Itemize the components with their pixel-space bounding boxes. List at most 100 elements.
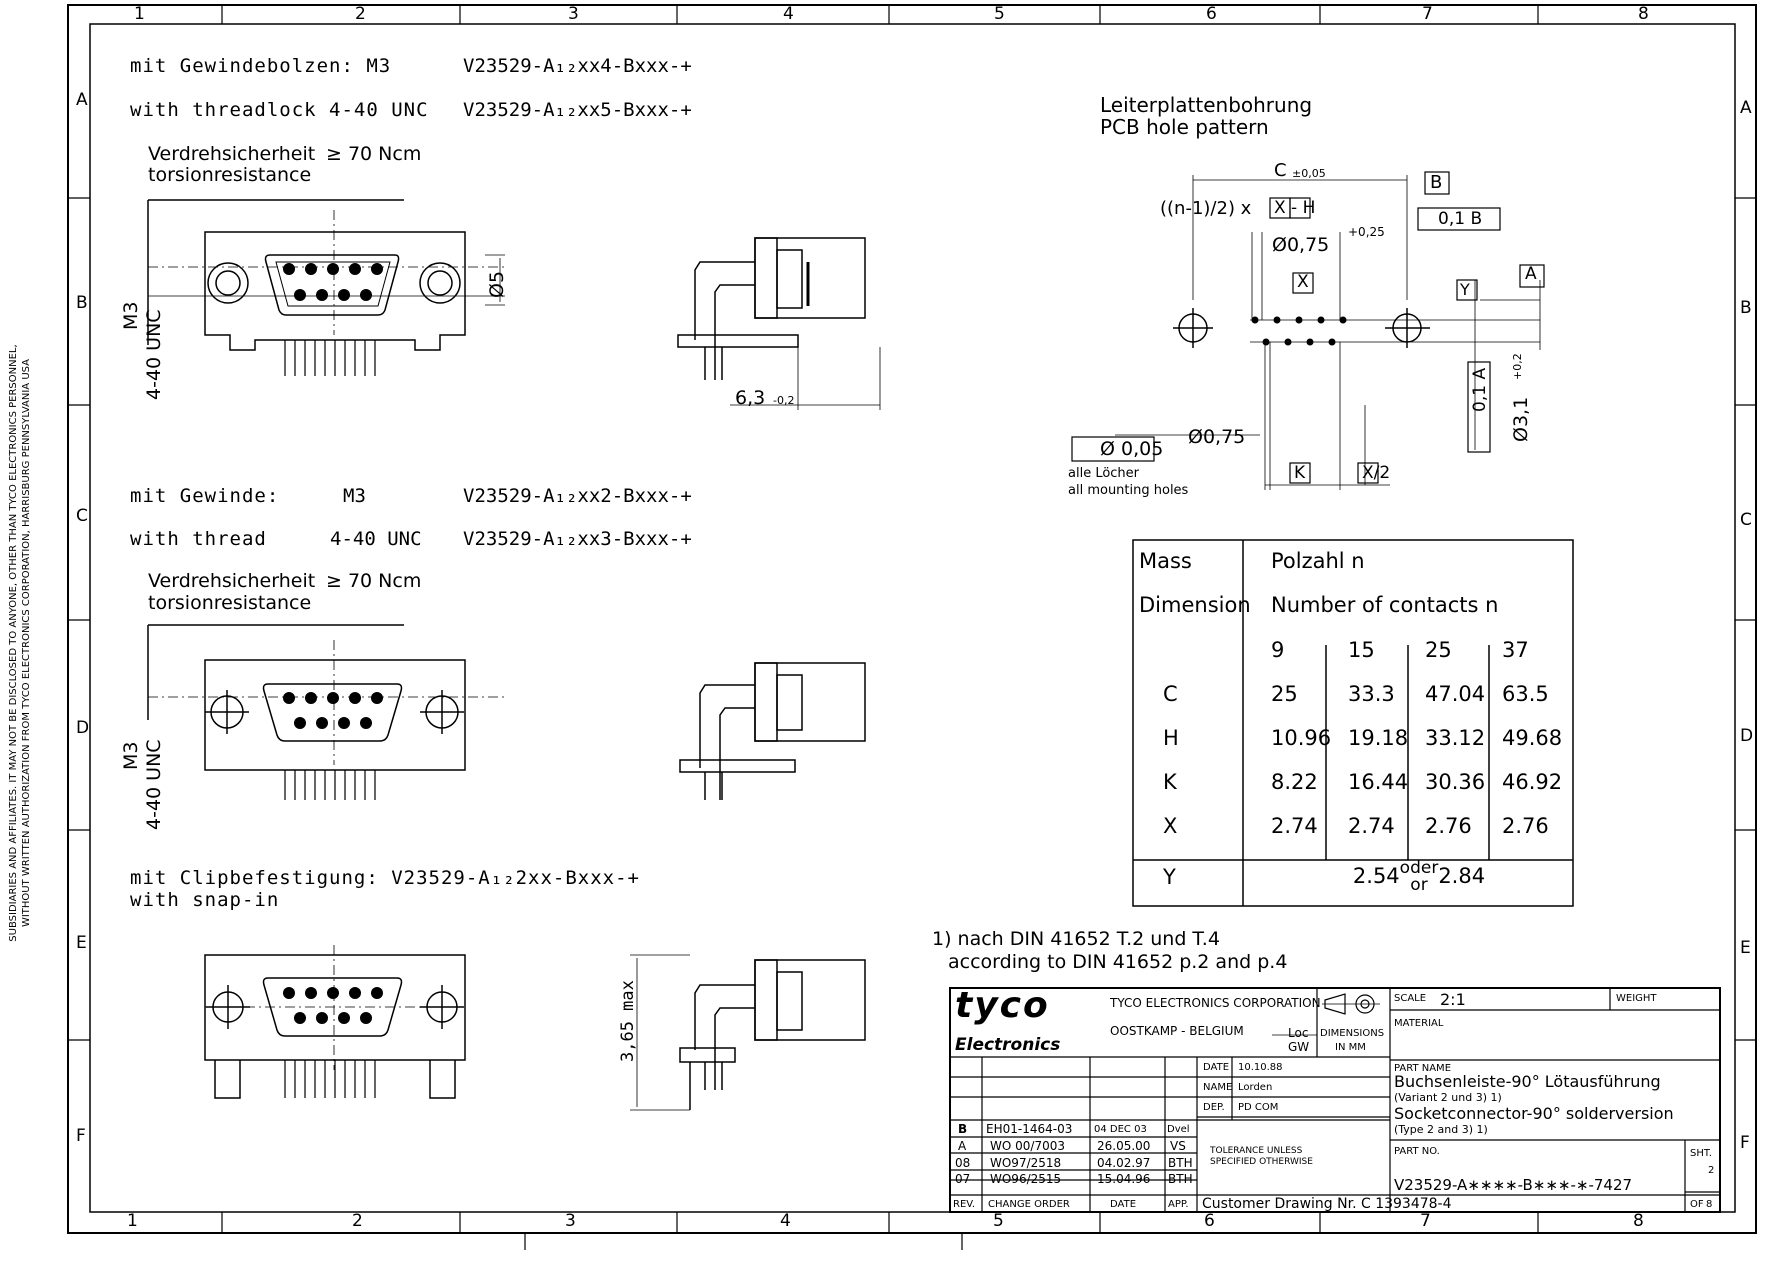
company-location: OOSTKAMP - BELGIUM [1110,1024,1244,1038]
sht-label: SHT. [1690,1148,1712,1159]
rev-header-change: CHANGE ORDER [988,1199,1070,1210]
table-cell: 2.74 [1270,814,1318,838]
torsion-en-2: torsionresistance [148,592,312,614]
grid-col-8-bottom: 8 [1633,1211,1644,1231]
torsion-value-1: ≥ 70 Ncm [326,143,422,165]
rev-07: 07 [955,1172,971,1186]
pcb-d075-tol: +0,25 [1348,225,1385,239]
table-polzahl: Polzahl n [1270,549,1365,573]
variant-bolt-en: with threadlock 4-40 UNC [130,99,429,121]
partname-de: Buchsenleiste-90° Lötausführung [1394,1072,1661,1091]
of-label: OF [1690,1199,1704,1210]
rev-a-date: 26.05.00 [1097,1139,1151,1153]
grid-row-c-right: C [1740,510,1752,530]
pcb-d075-bottom: Ø0,75 [1188,426,1246,448]
table-cell: 10.96 [1270,726,1332,750]
connector-front-bolt [147,199,505,376]
pcb-ref-boxes [1071,171,1545,484]
table-cell: 63.5 [1501,682,1549,706]
tolerance-line2: SPECIFIED OTHERWISE [1210,1157,1313,1167]
table-col-25: 25 [1424,637,1452,662]
tolerance-line1: TOLERANCE UNLESS [1210,1146,1303,1156]
loc-label: Loc [1288,1026,1309,1040]
pcb-c-tol: ±0,05 [1292,167,1326,180]
rev-a: A [958,1139,967,1153]
grid-col-7-bottom: 7 [1420,1211,1431,1231]
dim-d5: Ø5 [486,270,508,298]
pcb-ref-k: K [1294,463,1306,483]
table-cell: 2.76 [1424,814,1472,838]
partno-label: PART NO. [1394,1146,1440,1157]
rev-b-co: EH01-1464-03 [986,1122,1073,1136]
table-cell: 46.92 [1501,770,1563,794]
projection-symbol-icon [1322,993,1380,1015]
grid-col-2-bottom: 2 [352,1211,363,1231]
table-row-key: H [1163,726,1179,750]
partname-en: Socketconnector-90° solderversion [1394,1104,1674,1123]
variant-clip-en: with snap-in [130,889,280,911]
outer-frame [67,4,1757,1234]
table-cell: 2.76 [1501,814,1549,838]
connector-front-bolt-pins [283,263,383,301]
of-value: 8 [1706,1199,1713,1210]
side-text-line2: WITHOUT WRITTEN AUTHORIZATION FROM TYCO … [21,358,32,928]
dim-d365: 3,65 max [618,980,638,1062]
in-mm-label: IN MM [1335,1042,1366,1053]
grid-row-f-right: F [1740,1133,1750,1153]
table-cell: 2.74 [1347,814,1395,838]
grid-row-a-left: A [76,90,88,110]
pcb-all-holes-en: all mounting holes [1068,483,1189,498]
pcb-flatness-a: 0,1 A [1470,367,1490,412]
table-y-a: 2.54 [1352,864,1400,888]
dimension-table-lines [1132,539,1574,907]
dim-unc-2: 4-40 UNC [143,739,165,830]
scale-value: 2:1 [1440,990,1466,1009]
pcb-c-label: C [1274,160,1287,181]
pcb-ref-b: B [1430,172,1443,193]
table-cell: 33.12 [1424,726,1486,750]
pcb-d075-top: Ø0,75 [1272,234,1330,256]
table-cell: 49.68 [1501,726,1563,750]
dimension-table: Mass Polzahl n Dimension Number of conta… [1133,540,1573,906]
table-row-key: C [1163,682,1178,706]
table-y-b: 2.84 [1438,864,1486,888]
dim-d63-tol: -0,2 [773,394,795,407]
date-value: 10.10.88 [1238,1062,1283,1073]
rev-08-date: 04.02.97 [1097,1156,1151,1170]
grid-col-3-bottom: 3 [565,1211,576,1231]
table-y-or: or [1410,875,1428,895]
partname-label: PART NAME [1394,1063,1452,1074]
dim-m3-2: M3 [120,741,142,770]
partname-de-variant: (Variant 2 und 3) 1) [1394,1091,1502,1104]
table-cell: 8.22 [1270,770,1318,794]
variant-thread-de-code: V23529-A₁₂xx2-Bxxx-+ [463,485,692,507]
dim-m3-1: M3 [120,301,142,330]
rev-a-app: VS [1170,1139,1186,1153]
table-cell: 16.44 [1347,770,1409,794]
rev-b-date: 04 DEC 03 [1094,1124,1147,1135]
table-col-9: 9 [1270,637,1285,662]
pcb-pos-tol: Ø 0,05 [1100,438,1164,460]
connector-side-bolt [677,237,881,410]
rev-08-co: WO97/2518 [990,1156,1062,1170]
torsion-de-2: Verdrehsicherheit [148,570,316,592]
rev-08-app: BTH [1168,1156,1193,1170]
side-text-line1: SUBSIDIARIES AND AFFILIATES. IT MAY NOT … [8,344,19,942]
scale-label: SCALE [1394,993,1427,1004]
pcb-d31-tol: +0,2 [1511,353,1524,380]
grid-col-2-top: 2 [355,4,366,24]
dim-d63: 6,3 [735,387,766,409]
footnote-en: according to DIN 41652 p.2 and p.4 [948,951,1288,973]
variant-bolt-de-code: V23529-A₁₂xx4-Bxxx-+ [463,55,692,77]
dep-value: PD COM [1238,1102,1279,1113]
inner-frame [89,23,1736,1213]
pcb-ref-a: A [1525,264,1537,284]
titleblock-lines [949,987,1721,1213]
grid-col-6-top: 6 [1206,4,1217,24]
pcb-all-holes-de: alle Löcher [1068,466,1140,481]
grid-col-1-top: 1 [134,4,145,24]
table-contacts: Number of contacts n [1270,592,1499,617]
rev-b: B [958,1122,968,1136]
